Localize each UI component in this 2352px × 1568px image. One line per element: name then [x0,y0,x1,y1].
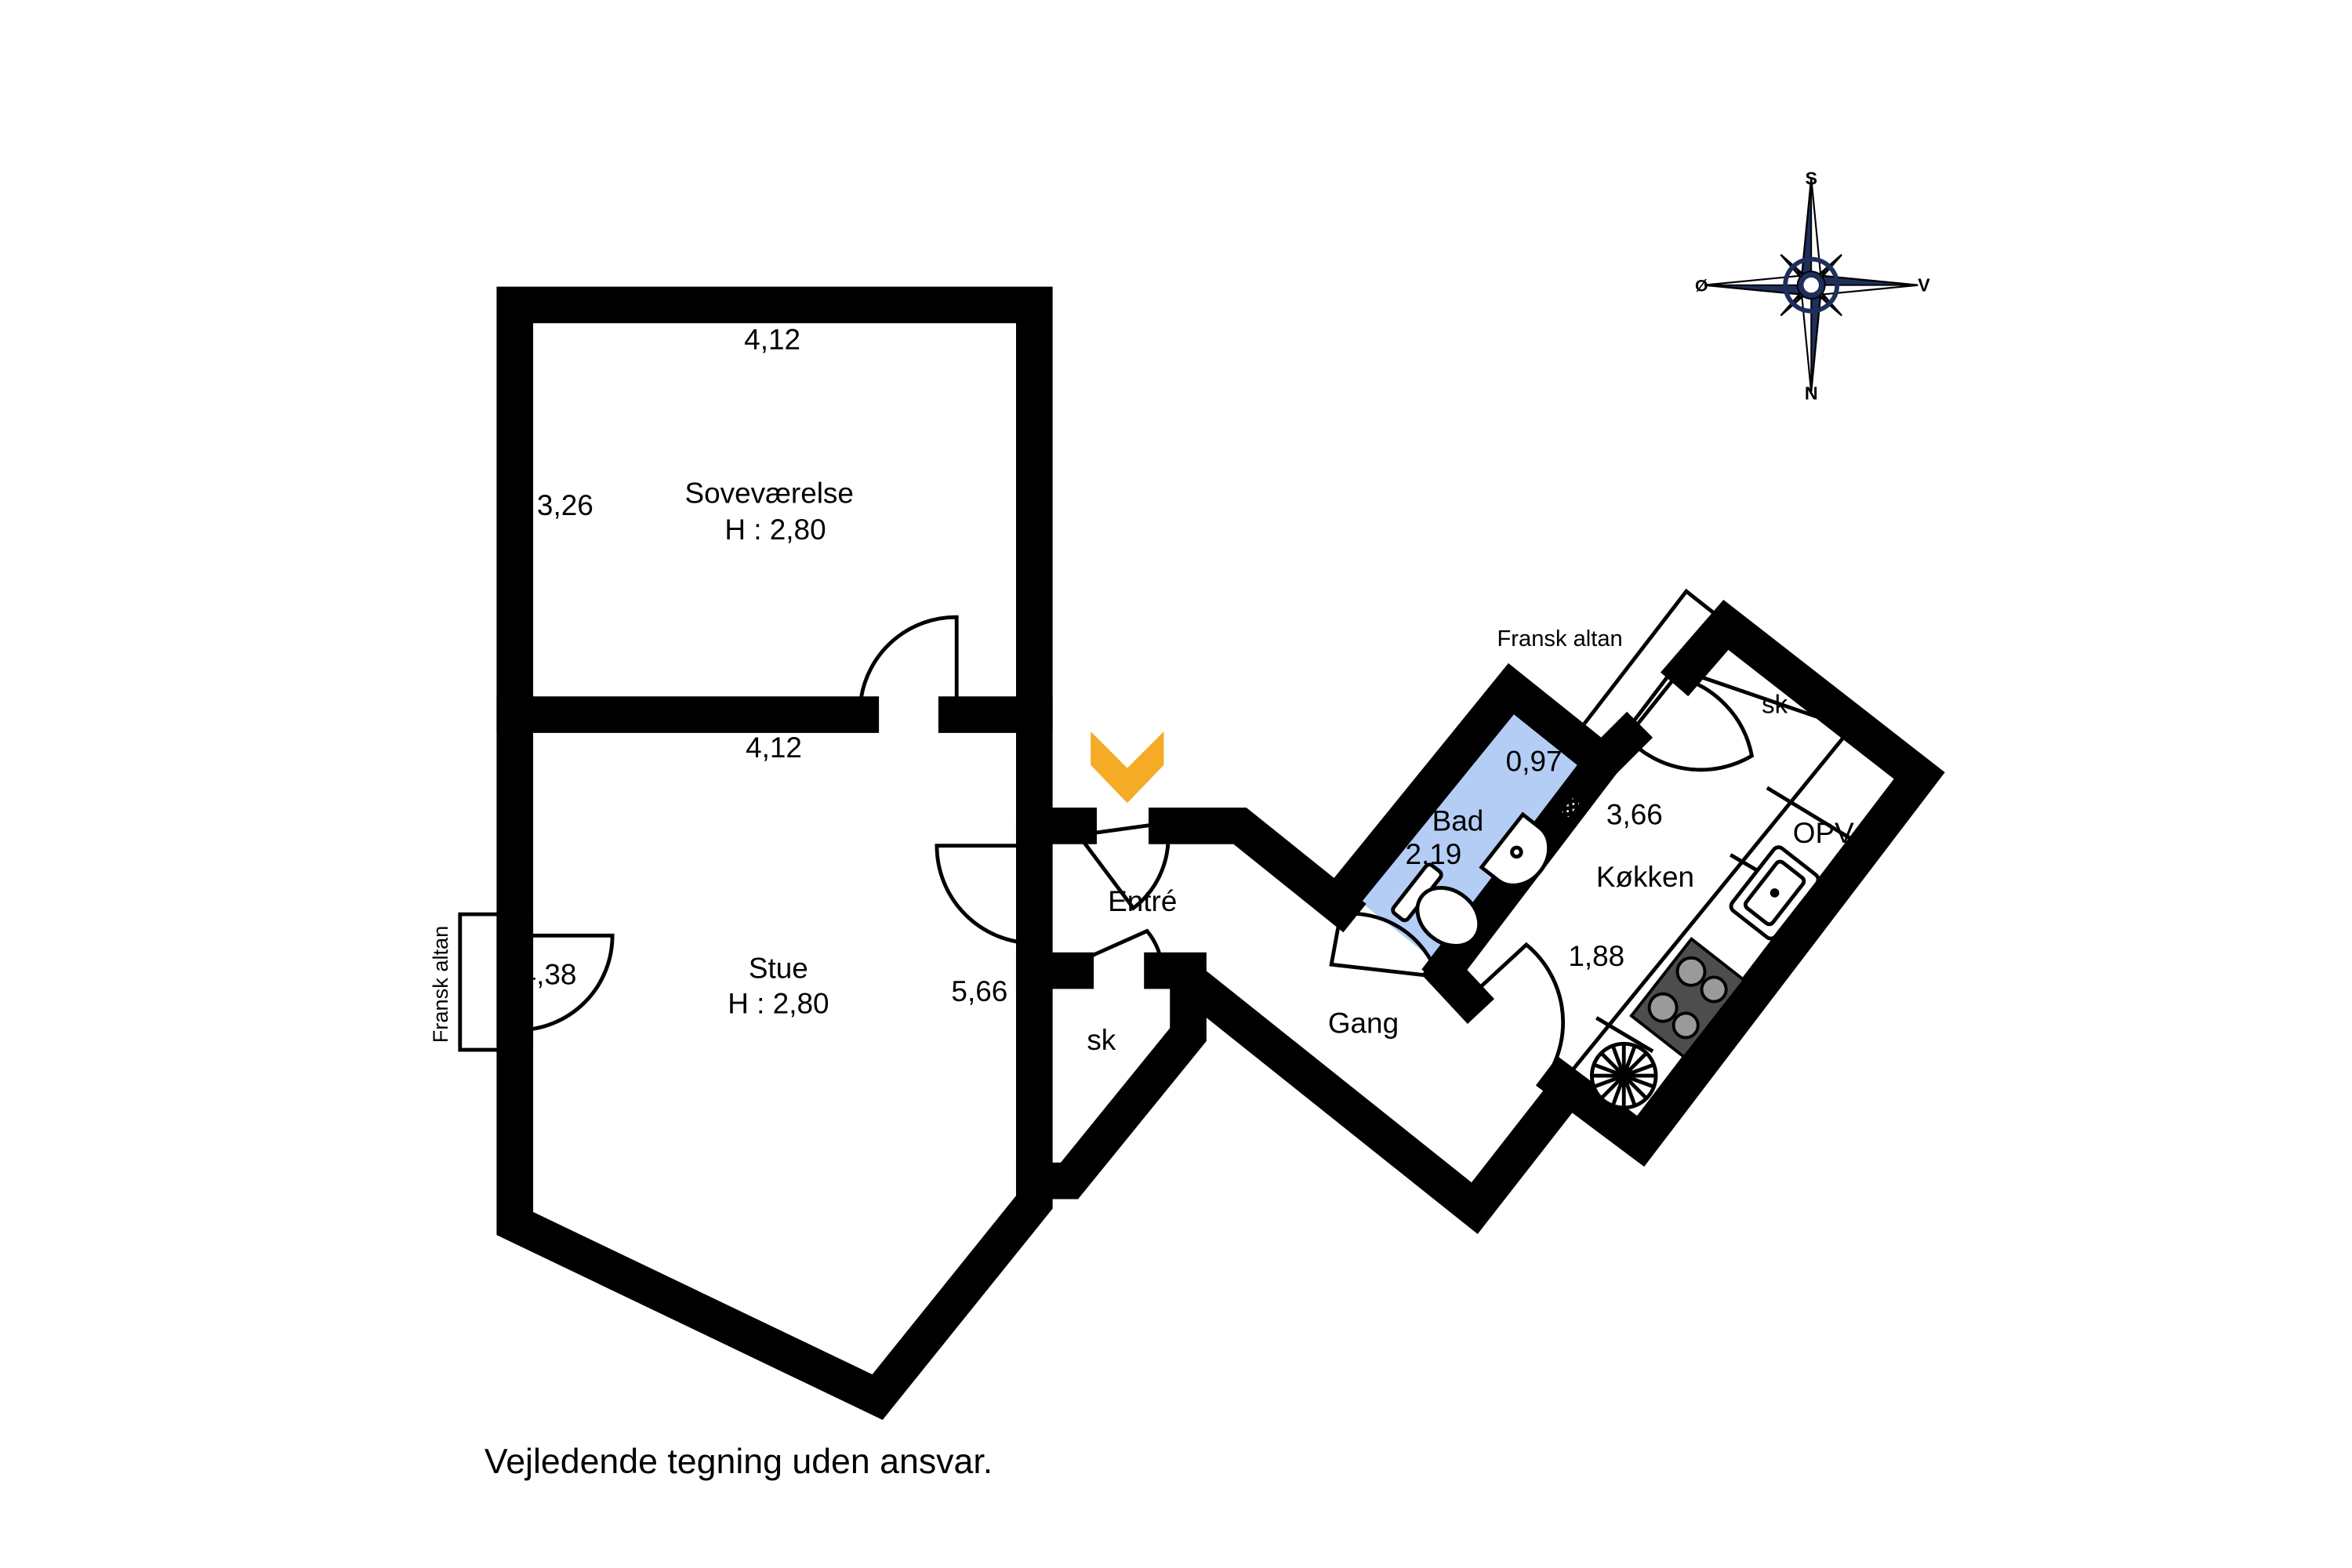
living-side-label: 4,38 [521,959,577,991]
entry-arrow-icon [1091,731,1164,804]
compass-west: V [1918,274,1930,295]
living-depth-label: 5,66 [951,975,1007,1007]
balconies [458,588,1719,1052]
bedroom-name: Soveværelse [685,477,854,510]
compass-east: Ø [1695,276,1708,295]
doors [517,615,1755,1077]
kitchen-length-label: 3,66 [1606,798,1663,830]
kitchen-closet: sk [1762,690,1788,719]
fan-icon [1590,1041,1658,1110]
bedroom-width-label: 4,12 [744,323,800,355]
bedroom-height: H : 2,80 [724,514,826,546]
stove-icon [1629,936,1747,1060]
walls [496,286,1945,1421]
kitchen-dishwasher: OPV [1793,817,1854,849]
closet-entry-name: sk [1087,1024,1116,1056]
compass-north: N [1805,383,1818,403]
compass-rose-icon: S N Ø V [1695,168,1930,403]
kitchen-name: Køkken [1596,861,1694,893]
bath-name: Bad [1432,804,1484,837]
living-name: Stue [749,953,808,985]
bedroom-depth-label: 3,26 [537,489,593,521]
compass-south: S [1805,168,1817,188]
shower-icon [1556,793,1585,823]
kitchen-width-label: 1,88 [1568,940,1624,972]
sink-icon [1729,845,1820,941]
living-balcony-label: Fransk altan [428,926,452,1044]
bath-depth-label: 2,19 [1405,838,1461,870]
room-labels: 4,12 3,26 Soveværelse H : 2,80 4,12 4,38… [521,323,1855,1056]
toilet-icon [1391,862,1482,948]
living-height: H : 2,80 [728,987,829,1019]
kitchen-balcony-label: Fransk altan [1497,626,1623,652]
hall-name: Gang [1328,1007,1399,1040]
bath-width-label: 0,97 [1506,745,1563,777]
entry-name: Entré [1108,885,1177,917]
washbasin-icon [1479,811,1551,887]
disclaimer: Vejledende tegning uden ansvar. [485,1443,993,1481]
living-width-label: 4,12 [746,731,802,764]
